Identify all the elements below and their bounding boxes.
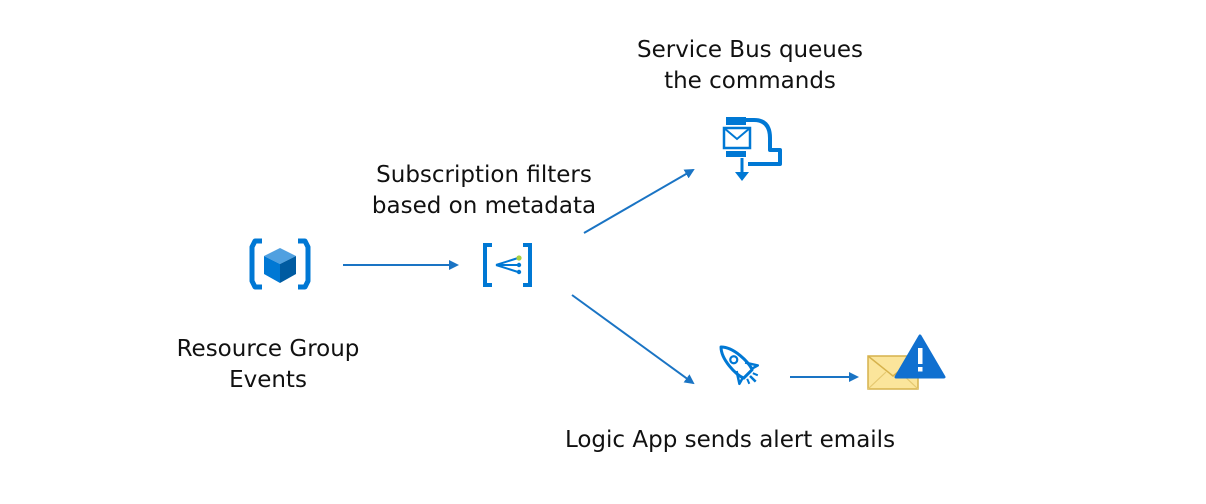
resource-group-icon — [249, 238, 311, 290]
service-bus-label-line2: the commands — [664, 68, 836, 94]
event-grid-subscription-icon — [483, 243, 532, 287]
service-bus-icon — [722, 117, 782, 181]
logic-app-label: Logic App sends alert emails — [520, 425, 940, 456]
subscription-label-line1: Subscription filters — [376, 162, 592, 188]
alert-email-icon — [867, 334, 946, 390]
resource-group-label-line1: Resource Group — [176, 336, 360, 362]
subscription-label-line2: based on metadata — [371, 193, 597, 219]
resource-group-label-line2: Events — [229, 367, 307, 393]
subscription-label: Subscription filters based on metadata — [334, 160, 634, 222]
service-bus-label: Service Bus queues the commands — [600, 35, 900, 97]
resource-group-label: Resource Group Events — [148, 334, 388, 396]
service-bus-label-line1: Service Bus queues — [636, 37, 863, 63]
arrow-subscription-to-logic-app — [571, 294, 695, 385]
logic-app-label-text: Logic App sends alert emails — [564, 427, 896, 453]
arrow-subscription-to-service-bus — [583, 168, 695, 234]
logic-app-icon — [719, 345, 760, 386]
